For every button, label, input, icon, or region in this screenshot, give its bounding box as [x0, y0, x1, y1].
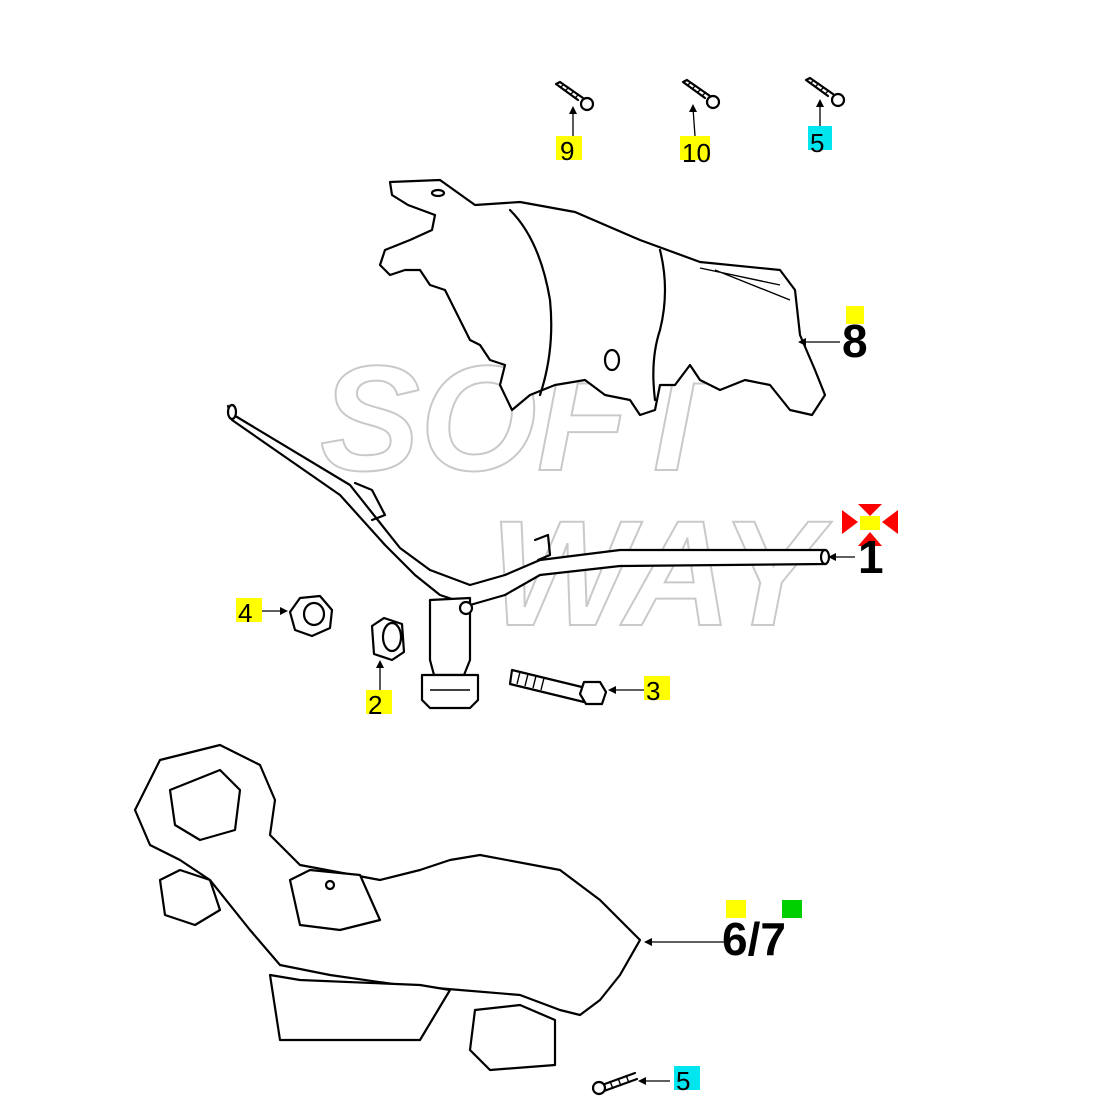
- screw-part-5-bottom: [591, 1071, 639, 1096]
- highlight-2: [366, 690, 392, 714]
- highlight-5-bottom: [674, 1066, 700, 1090]
- highlight-7: [782, 900, 802, 918]
- callout-1: 1: [858, 531, 884, 583]
- highlight-3: [644, 676, 670, 700]
- callout-9: 9: [560, 136, 575, 166]
- callout-5-bottom: 5: [676, 1066, 691, 1096]
- lower-cover-part-6-7: [133, 743, 642, 1072]
- highlight-8: [846, 306, 864, 324]
- leader-lines: [262, 99, 855, 1085]
- callout-10: 10: [682, 138, 711, 168]
- callout-8: 8: [842, 315, 868, 367]
- screw-part-5-top: [804, 76, 846, 108]
- screw-part-10: [681, 78, 721, 110]
- screw-part-9: [554, 80, 595, 112]
- highlight-4: [236, 598, 262, 622]
- selection-marker: [842, 504, 898, 546]
- handlebar-cover-part-8: [378, 178, 827, 417]
- nut-part-4: [288, 594, 334, 638]
- bushing-part-2: [370, 616, 406, 662]
- highlight-6: [726, 900, 746, 918]
- highlight-9: [556, 136, 582, 160]
- highlight-10: [680, 136, 710, 160]
- callout-5-top: 5: [810, 128, 825, 158]
- callout-4: 4: [238, 598, 253, 628]
- handlebar-part-1: [226, 403, 831, 710]
- bolt-part-3: [508, 668, 608, 706]
- callout-3: 3: [646, 676, 661, 706]
- callout-6-7: 6/7: [722, 913, 786, 965]
- callout-2: 2: [368, 690, 383, 720]
- highlight-5-top: [808, 126, 832, 150]
